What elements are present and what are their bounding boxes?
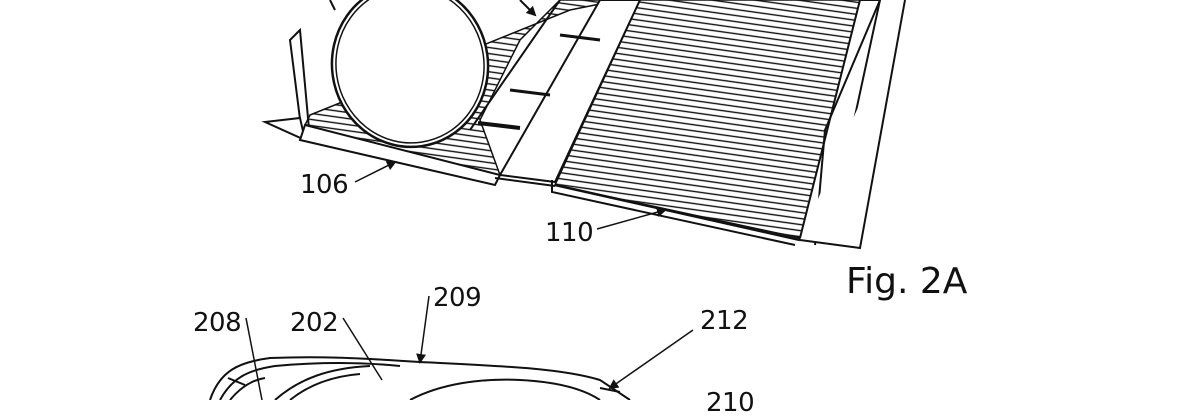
roller-tray-assembly bbox=[261, 0, 906, 250]
leader-lines-bottom bbox=[245, 295, 694, 400]
label-202: 202 bbox=[290, 308, 339, 338]
shell-body bbox=[209, 356, 631, 400]
label-208: 208 bbox=[193, 308, 242, 338]
label-106: 106 bbox=[300, 170, 349, 200]
patent-drawing bbox=[209, 0, 906, 400]
label-110: 110 bbox=[545, 218, 594, 248]
label-210: 210 bbox=[706, 388, 755, 418]
label-209: 209 bbox=[433, 283, 482, 313]
figure-caption: Fig. 2A bbox=[846, 261, 968, 302]
leader-lines-top bbox=[354, 161, 667, 230]
label-212: 212 bbox=[700, 306, 749, 336]
